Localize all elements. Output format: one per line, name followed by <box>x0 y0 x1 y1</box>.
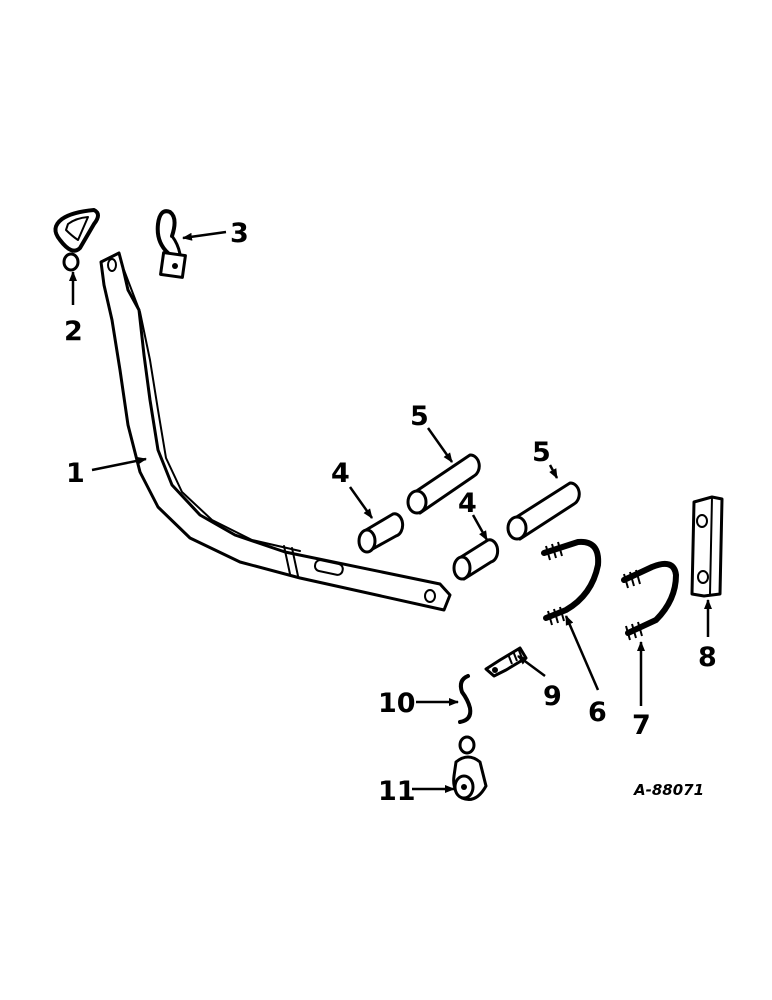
short-pin-part <box>357 512 405 554</box>
u-bolt-small-part <box>621 560 679 641</box>
leader-arrow-3 <box>182 230 227 241</box>
callout-2: 2 <box>64 316 83 347</box>
s-hook-part <box>458 674 473 724</box>
callout-5: 5 <box>410 401 429 432</box>
leader-arrow-5a <box>426 427 454 463</box>
callout-4: 4 <box>458 488 477 519</box>
triangle-hook-part <box>53 208 100 272</box>
lug-terminal-part <box>484 646 528 678</box>
leader-arrow-4a <box>348 486 374 519</box>
callout-4: 4 <box>331 458 350 489</box>
leader-arrow-6 <box>564 615 600 691</box>
pulley-block-part <box>452 735 488 801</box>
leader-arrow-9 <box>517 654 546 678</box>
u-bolt-large-part <box>541 538 602 626</box>
long-pin-part <box>406 453 481 515</box>
callout-9: 9 <box>543 681 562 712</box>
leader-arrows <box>69 230 712 793</box>
long-pin-part <box>506 481 581 541</box>
callout-11: 11 <box>378 776 416 807</box>
mounting-plate-part <box>690 495 724 598</box>
callout-5: 5 <box>532 437 551 468</box>
leader-arrow-1 <box>91 456 147 472</box>
callout-7: 7 <box>632 710 651 741</box>
leader-arrow-4b <box>471 514 489 541</box>
callout-10: 10 <box>378 688 416 719</box>
clevis-latch-part <box>155 209 187 279</box>
short-pin-part <box>452 538 500 581</box>
callout-8: 8 <box>698 642 717 673</box>
callout-3: 3 <box>230 218 249 249</box>
leader-arrow-5b <box>548 464 559 479</box>
bracket-bar-part <box>99 251 452 612</box>
callout-1: 1 <box>66 458 85 489</box>
callout-labels: 1 2 3 4 5 4 5 6 7 8 9 10 11 <box>64 218 717 807</box>
drawing-reference-code: A-88071 <box>633 781 704 799</box>
callout-6: 6 <box>588 697 607 728</box>
